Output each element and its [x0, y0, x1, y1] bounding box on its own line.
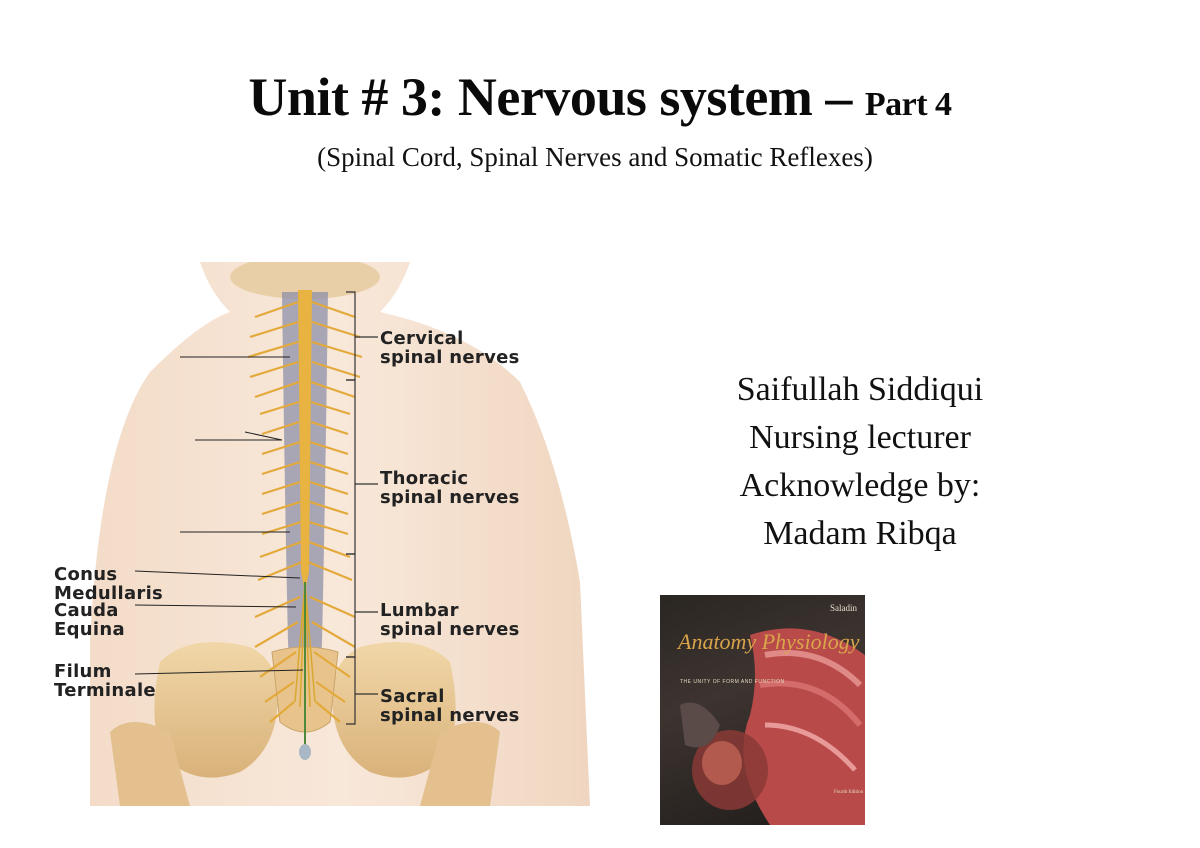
author-name: Saifullah Siddiqui: [736, 371, 984, 408]
author-role: Nursing lecturer: [749, 419, 971, 456]
acknowledge-label: Acknowledge by:: [739, 467, 981, 504]
femur-right: [420, 722, 500, 806]
femur-left: [110, 722, 190, 806]
book-subtitle: THE UNITY OF FORM AND FUNCTION: [680, 679, 785, 685]
spinal-cord-illustration: Cervical spinal nerves Thoracic spinal n…: [50, 262, 610, 806]
label-sacral: Sacral spinal nerves: [380, 686, 520, 726]
book-cover-art: [680, 628, 865, 825]
pelvis-right: [331, 642, 456, 778]
label-conus-medullaris: Conus Medullaris: [54, 564, 164, 604]
pelvis-left: [154, 642, 279, 778]
book-title: Anatomy Physiology: [678, 629, 860, 654]
label-lumbar: Lumbar spinal nerves: [380, 600, 520, 640]
label-cervical: Cervical spinal nerves: [380, 328, 520, 368]
book-edition: Fourth Edition: [834, 790, 864, 795]
region-brackets: [346, 291, 378, 725]
label-cauda-equina: Cauda Equina: [54, 600, 125, 640]
label-filum-terminale: Filum Terminale: [54, 661, 156, 701]
spinal-anatomy-drawing: [90, 262, 590, 806]
title-part: Part 4: [864, 86, 952, 123]
acknowledge-name: Madam Ribqa: [763, 515, 957, 552]
skull-base: [230, 262, 380, 299]
slide-subtitle: (Spinal Cord, Spinal Nerves and Somatic …: [317, 142, 873, 172]
coccyx: [299, 744, 311, 760]
leader-lines: [134, 356, 304, 675]
book-author: Saladin: [830, 603, 857, 613]
label-thoracic: Thoracic spinal nerves: [380, 468, 520, 508]
spinal-nerves: [247, 300, 363, 723]
slide-title: Unit # 3: Nervous system – Part 4: [0, 66, 1200, 136]
spinal-cord: [298, 290, 312, 592]
author-block: Saifullah Siddiqui Nursing lecturer Ackn…: [660, 366, 1060, 558]
title-main: Unit # 3: Nervous system –: [248, 67, 865, 127]
textbook-cover: Saladin Anatomy Physiology THE UNITY OF …: [660, 595, 865, 825]
